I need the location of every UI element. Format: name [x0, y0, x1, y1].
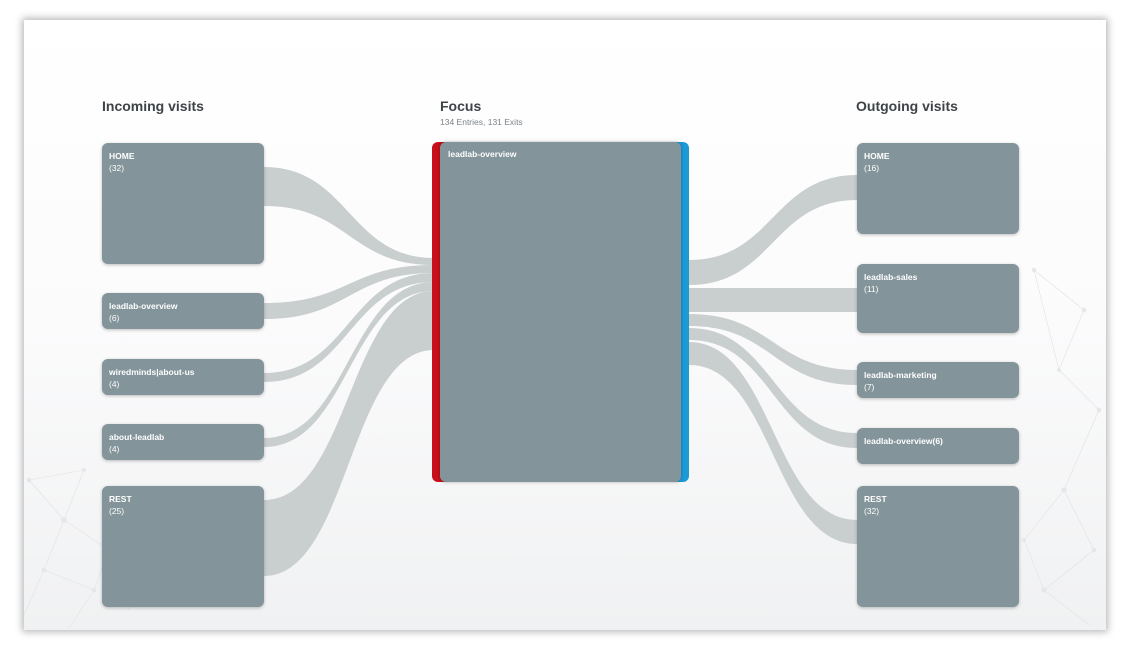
incoming-visits-title: Incoming visits: [102, 98, 204, 114]
node-label: leadlab-marketing: [864, 370, 937, 380]
node-label: REST: [864, 494, 887, 504]
outgoing-visits-title: Outgoing visits: [856, 98, 958, 114]
node-count: (16): [864, 163, 880, 173]
incoming-node-home[interactable]: HOME (32): [102, 143, 264, 264]
incoming-node-rest[interactable]: REST (25): [102, 486, 264, 607]
node-count: (32): [109, 163, 125, 173]
flow-home-to-focus[interactable]: [264, 167, 434, 265]
node-label: wiredminds|about-us: [109, 367, 195, 377]
node-label: leadlab-overview: [109, 301, 178, 311]
node-count: (4): [109, 444, 120, 454]
flow-links: [264, 167, 857, 576]
incoming-node-about-leadlab[interactable]: about-leadlab (4): [102, 424, 264, 460]
node-label: leadlab-overview(6): [864, 436, 943, 446]
node-label: HOME: [864, 151, 890, 161]
focus-subtitle: 134 Entries, 131 Exits: [440, 117, 523, 127]
outgoing-node-leadlab-sales[interactable]: leadlab-sales (11): [857, 264, 1019, 333]
flow-focus-to-leadlab-marketing[interactable]: [689, 314, 857, 385]
node-count: (6): [109, 313, 120, 323]
node-count: (4): [109, 379, 120, 389]
flow-focus-to-leadlab-sales[interactable]: [689, 288, 857, 312]
node-count: (25): [109, 506, 125, 516]
flow-focus-to-rest[interactable]: [689, 342, 857, 544]
node-label: leadlab-sales: [864, 272, 918, 282]
node-label: REST: [109, 494, 132, 504]
flow-wiredminds-to-focus[interactable]: [264, 273, 434, 382]
focus-node-label: leadlab-overview: [448, 149, 517, 159]
incoming-node-wiredminds-about-us[interactable]: wiredminds|about-us (4): [102, 359, 264, 395]
focus-node-group: leadlab-overview: [432, 142, 689, 482]
node-label: HOME: [109, 151, 135, 161]
node-count: (32): [864, 506, 880, 516]
flow-focus-to-home[interactable]: [689, 175, 857, 285]
focus-node[interactable]: leadlab-overview: [440, 142, 681, 482]
flow-focus-to-leadlab-overview[interactable]: [689, 328, 857, 448]
incoming-node-leadlab-overview[interactable]: leadlab-overview (6): [102, 293, 264, 329]
flow-about-leadlab-to-focus[interactable]: [264, 282, 434, 447]
node-label: about-leadlab: [109, 432, 165, 442]
focus-title: Focus: [440, 98, 482, 114]
outgoing-node-leadlab-marketing[interactable]: leadlab-marketing (7): [857, 362, 1019, 398]
page-flow-panel: Incoming visits Focus 134 Entries, 131 E…: [24, 20, 1106, 630]
node-count: (11): [864, 284, 879, 294]
node-count: (7): [864, 382, 875, 392]
flow-leadlab-overview-to-focus[interactable]: [264, 265, 434, 319]
outgoing-node-home[interactable]: HOME (16): [857, 143, 1019, 234]
outgoing-node-leadlab-overview[interactable]: leadlab-overview(6): [857, 428, 1019, 464]
flow-rest-to-focus[interactable]: [264, 291, 434, 576]
outgoing-node-rest[interactable]: REST (32): [857, 486, 1019, 607]
